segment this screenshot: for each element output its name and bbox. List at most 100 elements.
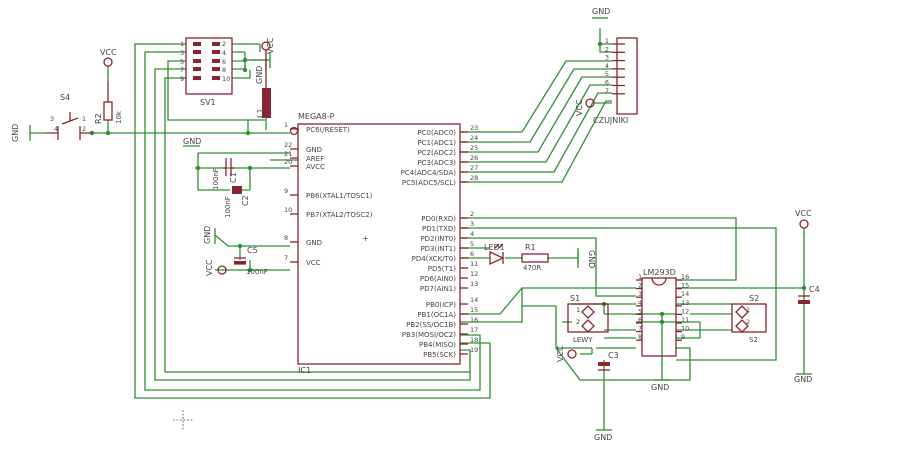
svg-text:CZUJNIKI: CZUJNIKI: [593, 116, 628, 125]
svg-text:100nF: 100nF: [212, 168, 220, 190]
ic1-pin-name: PD2(INT0): [420, 235, 456, 243]
ic1-pin-number: 27: [470, 164, 478, 172]
vcc-symbol-c5: VCC: [205, 259, 227, 276]
gnd-symbol-czujniki: GND: [592, 7, 610, 19]
ic1-pin-number: 16: [470, 316, 478, 324]
svg-text:1: 1: [576, 306, 580, 314]
ic1-pin-name: PC0(ADC0): [417, 129, 456, 137]
svg-text:10k: 10k: [115, 110, 123, 124]
svg-text:+: +: [362, 234, 369, 243]
svg-text:GND: GND: [592, 7, 610, 16]
ic1-pin-number: 8: [284, 234, 288, 242]
svg-text:GND: GND: [794, 375, 812, 384]
lm293d-pin-number: 11: [681, 316, 689, 324]
ic1-pin-name: PD6(AIN0): [420, 275, 456, 283]
ic1-pin-name: GND: [306, 146, 322, 154]
gnd-symbol-c3: GND: [594, 429, 612, 442]
vcc-symbol-l1: VCC: [261, 37, 275, 54]
ic1-pin-number: 7: [284, 254, 288, 262]
connector-sv1: 1 3 5 7 9 2 4 6 8 10 SV1: [180, 37, 233, 107]
ic1-pin-number: 15: [470, 306, 478, 314]
ic1-pin-name: PC2(ADC2): [417, 149, 456, 157]
lm293d-pin-number: 9: [681, 333, 685, 341]
ic1-pin-name: PC1(ADC1): [417, 139, 456, 147]
svg-text:S4: S4: [60, 93, 70, 102]
svg-text:GND: GND: [651, 383, 669, 392]
resistor-r2: R2 10k: [94, 82, 123, 124]
svg-text:9: 9: [180, 75, 184, 83]
gnd-symbol-left: GND: [11, 124, 31, 142]
lm293d-pin-number: 1: [638, 273, 642, 281]
czujniki-pin-number: 1: [605, 37, 609, 45]
svg-text:SV1: SV1: [200, 98, 216, 107]
ic1-pin-number: 11: [470, 260, 478, 268]
ic1-pin-name: PC5(ADC5/SCL): [402, 179, 456, 187]
ic1-pin-name: PD4(XCK/T0): [412, 255, 457, 263]
lm293d-pin-number: 13: [681, 299, 689, 307]
gnd-symbol-led: GND: [577, 248, 596, 268]
ic1-pin-number: 18: [470, 336, 478, 344]
ic1-pin-number: 2: [470, 210, 474, 218]
switch-s1: S1 1 2 LEWY: [567, 294, 609, 344]
capacitor-c3: C3: [598, 351, 619, 371]
ic1-pin-name: PD5(T1): [428, 265, 457, 273]
svg-text:R1: R1: [525, 243, 536, 252]
lm293d-pin-number: 15: [681, 282, 689, 290]
ic1-pin-number: 5: [470, 240, 474, 248]
ic1-pin-name: AVCC: [306, 163, 325, 171]
svg-text:VCC: VCC: [575, 99, 584, 116]
vcc-symbol-r2: VCC: [100, 48, 117, 82]
ic1-pin-number: 6: [470, 250, 474, 258]
ic1-pin-number: 17: [470, 326, 478, 334]
svg-text:VCC: VCC: [266, 37, 275, 54]
czujniki-pin-number: 6: [605, 79, 609, 87]
svg-text:GND: GND: [11, 124, 20, 142]
lm293d-pin-number: 5: [638, 307, 642, 315]
svg-text:LM293D: LM293D: [643, 268, 676, 277]
ic1-right-pins: PC0(ADC0)23PC1(ADC1)24PC2(ADC2)25PC3(ADC…: [401, 124, 479, 359]
lm293d-pin-number: 2: [638, 282, 642, 290]
ic1-pin-name: PC4(ADC4/SDA): [401, 169, 457, 177]
capacitor-c5: C5 100nF: [234, 246, 268, 276]
svg-text:5: 5: [180, 58, 184, 66]
lm293d-pin-number: 6: [638, 316, 642, 324]
ic1-pin-number: 13: [470, 280, 478, 288]
ic1-pin-number: 4: [470, 230, 474, 238]
svg-text:VCC: VCC: [100, 48, 117, 57]
vcc-symbol-c3: VCC: [556, 345, 577, 362]
ic1-pin-name: PD0(RXD): [421, 215, 456, 223]
ic1-pin-name: PB4(MISO): [419, 341, 456, 349]
ic1-pin-name: AREF: [306, 155, 324, 163]
vcc-symbol-c4: VCC: [795, 209, 812, 229]
svg-text:8: 8: [222, 66, 226, 74]
resistor-r1: R1 470R: [521, 243, 549, 272]
led-led1: LED1: [484, 243, 505, 266]
svg-text:C3: C3: [608, 351, 619, 360]
svg-text:VCC: VCC: [556, 345, 565, 362]
ic1-pin-number: 1: [284, 121, 288, 129]
wires: [30, 28, 805, 430]
lm293d-pin-number: 16: [681, 273, 689, 281]
svg-text:6: 6: [222, 58, 226, 66]
ic1-pin-name: PB2(SS/OC1B): [406, 321, 456, 329]
ic1-pin-number: 28: [470, 174, 478, 182]
ic1-pin-number: 23: [470, 124, 478, 132]
cursor-crosshair-icon: [173, 410, 193, 430]
ic1-pin-name: PB5(SCK): [423, 351, 456, 359]
ic1-pin-name: PB6(XTAL1/TOSC1): [306, 192, 373, 200]
svg-text:GND: GND: [203, 226, 212, 244]
svg-text:L1: L1: [256, 108, 265, 118]
ic1-pin-name: PB3(MOSI/OC2): [402, 331, 456, 339]
svg-text:100nF: 100nF: [224, 196, 232, 218]
lm293d-pin-number: 7: [638, 325, 642, 333]
svg-text:S2: S2: [749, 336, 758, 344]
gnd-symbol-sv1: GND: [255, 52, 271, 84]
svg-text:3: 3: [50, 115, 54, 123]
ic1-pin-number: 24: [470, 134, 478, 142]
vcc-symbol-czujniki: VCC: [575, 98, 612, 116]
svg-text:C4: C4: [809, 285, 820, 294]
svg-text:GND: GND: [183, 137, 201, 146]
